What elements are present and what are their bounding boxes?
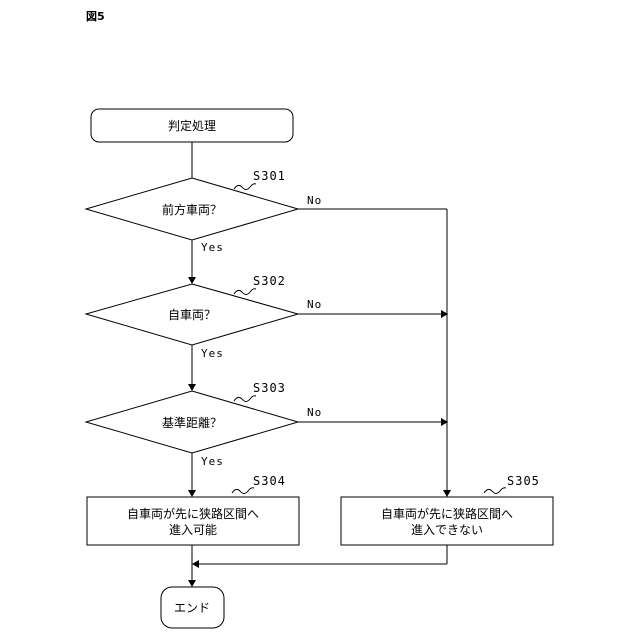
merge-connector [192, 545, 447, 568]
no-label-s302: No [307, 298, 322, 311]
decision-front-vehicle: 前方車両？ [86, 178, 298, 240]
step-s305: S305 [484, 474, 540, 494]
decision-reference-distance-label: 基準距離？ [162, 415, 222, 430]
step-s305-label: S305 [507, 474, 540, 488]
decision-reference-distance: 基準距離？ [86, 391, 298, 453]
yes-label-s301: Yes [201, 241, 224, 254]
result-can-enter-line2: 進入可能 [169, 523, 217, 537]
no-branch-connectors [298, 209, 451, 497]
decision-own-vehicle-label: 自車両？ [168, 308, 216, 322]
yes-label-s303: Yes [201, 455, 224, 468]
result-can-enter: 自車両が先に狭路区間へ 進入可能 [87, 497, 299, 545]
step-s302-label: S302 [253, 274, 286, 288]
result-cannot-enter: 自車両が先に狭路区間へ 進入できない [341, 497, 553, 545]
decision-own-vehicle: 自車両？ [86, 284, 298, 345]
end-terminal: エンド [161, 587, 224, 628]
step-s301-label: S301 [253, 169, 286, 183]
step-s304: S304 [232, 474, 286, 494]
step-s304-label: S304 [253, 474, 286, 488]
step-s302: S302 [234, 274, 286, 295]
step-s301: S301 [234, 169, 286, 190]
result-can-enter-line1: 自車両が先に狭路区間へ [127, 506, 259, 521]
no-label-s303: No [307, 406, 322, 419]
figure-label: 図5 [86, 9, 105, 23]
result-cannot-enter-line1: 自車両が先に狭路区間へ [381, 506, 513, 521]
end-label: エンド [174, 601, 210, 615]
yes-label-s302: Yes [201, 347, 224, 360]
result-cannot-enter-line2: 進入できない [411, 523, 483, 537]
start-label: 判定処理 [168, 118, 216, 133]
no-label-s301: No [307, 194, 322, 207]
step-s303: S303 [234, 381, 286, 402]
step-s303-label: S303 [253, 381, 286, 395]
decision-front-vehicle-label: 前方車両？ [162, 202, 222, 217]
start-terminal: 判定処理 [91, 109, 293, 142]
